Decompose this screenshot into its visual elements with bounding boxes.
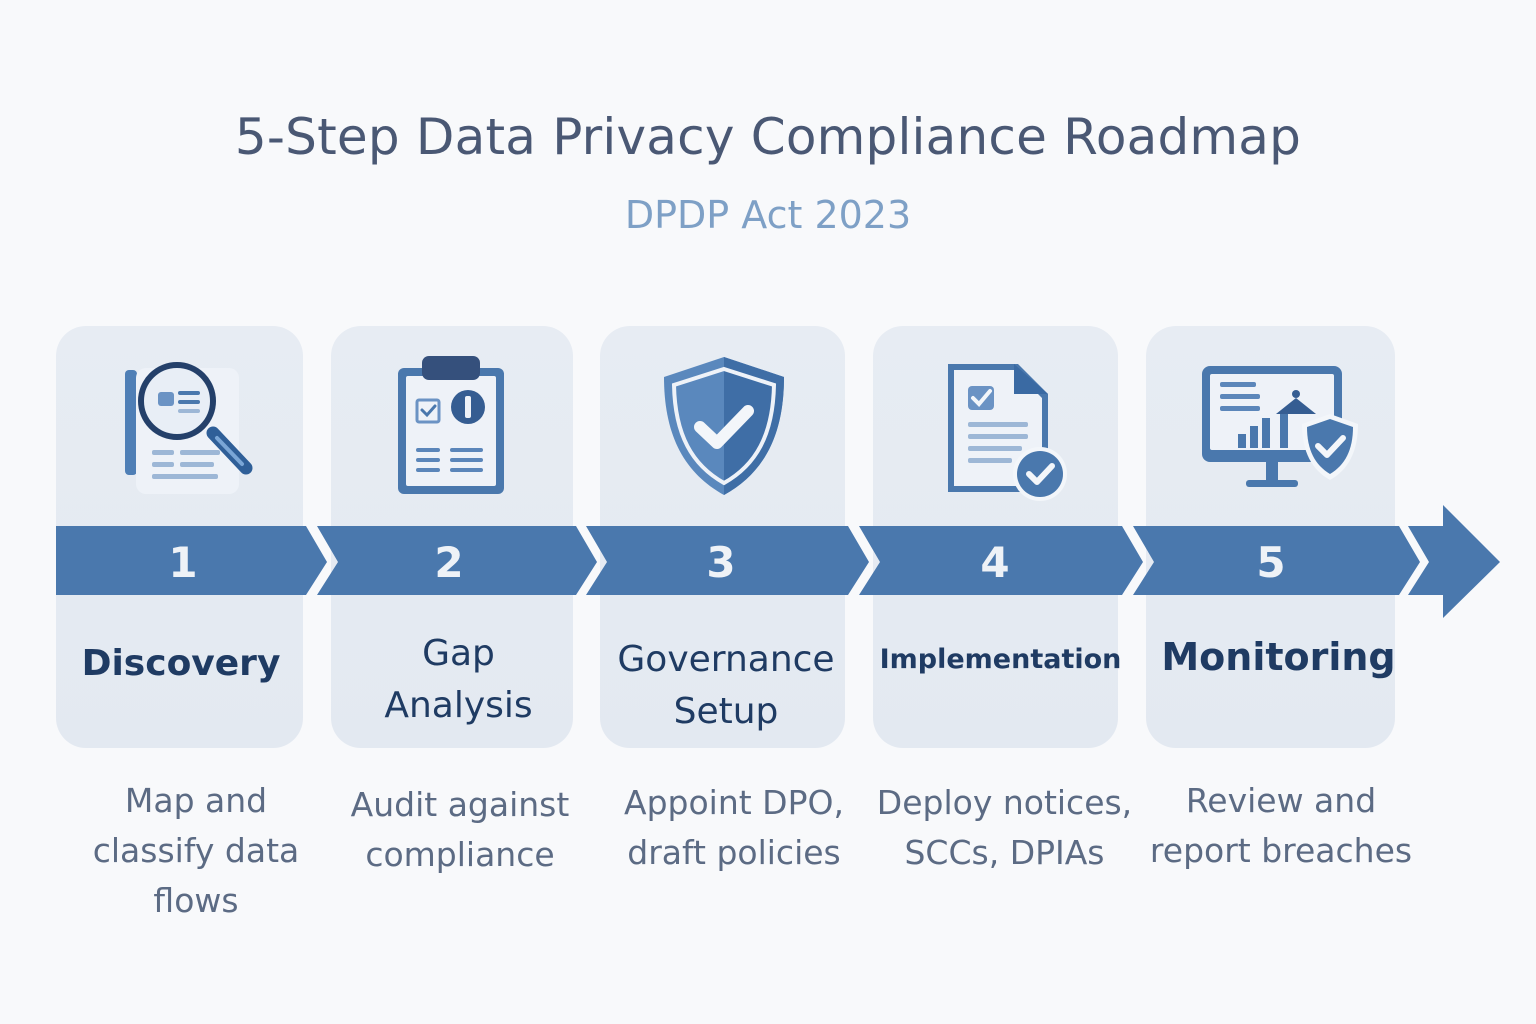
shield-check-icon [662,355,786,497]
magnifier-document-icon [120,360,260,500]
document-check-icon [944,360,1070,504]
step-number-1: 1 [168,538,198,587]
monitor-dashboard-shield-icon [1200,362,1366,494]
step-number-2: 2 [434,538,464,587]
step-number-3: 3 [706,538,736,587]
clipboard-checklist-icon [394,352,510,500]
step-description-1: Map and classify data flows [92,781,300,920]
step-title-5: Monitoring [1161,635,1396,679]
step-title-2: Gap Analysis [384,633,533,726]
step-title-1: Discovery [81,643,281,684]
step-description-5: Review and report breaches [1149,781,1413,870]
step-description-3: Appoint DPO, draft policies [624,783,844,872]
step-description-2: Audit against compliance [350,785,570,874]
arrow-head [1408,505,1500,618]
step-title-4: Implementation [879,644,1122,675]
step-number-5: 5 [1256,538,1286,587]
step-number-4: 4 [980,538,1010,587]
page-subtitle: DPDP Act 2023 [624,193,912,237]
step-description-4: Deploy notices, SCCs, DPIAs [876,783,1133,872]
page-title: 5-Step Data Privacy Compliance Roadmap [234,108,1302,166]
step-title-3: Governance Setup [617,639,835,732]
